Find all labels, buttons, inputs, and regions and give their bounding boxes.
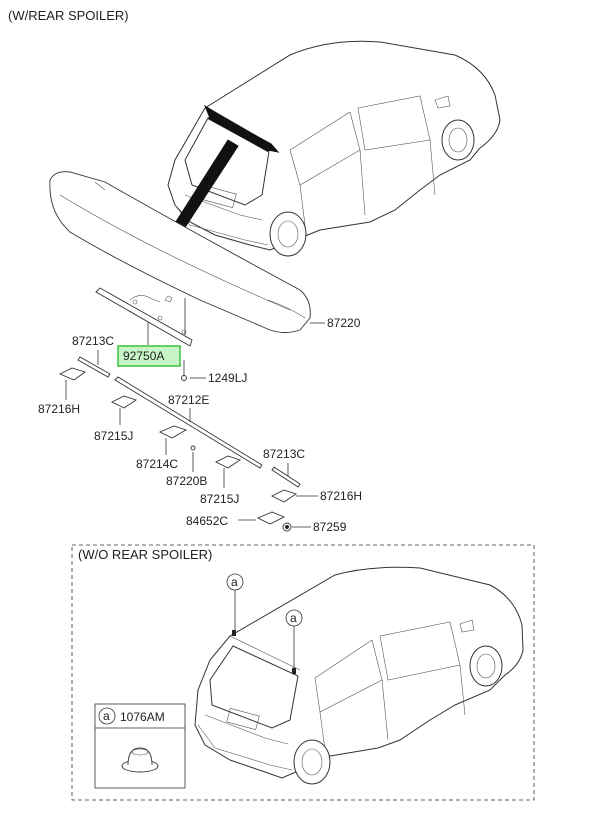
part-label-87216H-upper: 87216H	[38, 402, 80, 416]
part-label-87216H-lower: 87216H	[320, 489, 362, 503]
part-label-1249LJ: 1249LJ	[208, 371, 247, 385]
header-without-rear-spoiler: (W/O REAR SPOILER)	[78, 547, 212, 562]
callout-a-1-letter: a	[231, 575, 238, 589]
part-label-84652C: 84652C	[186, 514, 228, 528]
legend-1076AM: a 1076AM	[94, 703, 186, 789]
part-label-87213C-upper: 87213C	[72, 334, 114, 348]
stop-lamp-part	[95, 287, 193, 347]
callout-a-2-letter: a	[290, 611, 297, 625]
car-with-spoiler-illustration	[167, 40, 501, 257]
without-spoiler-box	[71, 544, 535, 801]
part-label-87220B: 87220B	[166, 474, 207, 488]
highlight-92750A	[117, 345, 181, 367]
part-label-87214C: 87214C	[136, 457, 178, 471]
legend-letter: a	[103, 709, 110, 723]
part-label-87215J-lower: 87215J	[200, 492, 239, 506]
legend-part-label: 1076AM	[120, 710, 165, 724]
part-label-87212E: 87212E	[168, 393, 209, 407]
part-label-87220: 87220	[327, 316, 361, 330]
part-label-87213C-lower: 87213C	[263, 447, 305, 461]
header-with-rear-spoiler: (W/REAR SPOILER)	[8, 8, 129, 23]
part-label-87259: 87259	[313, 520, 347, 534]
rear-spoiler-part	[49, 171, 311, 333]
part-label-87215J-upper: 87215J	[94, 429, 133, 443]
car-without-spoiler-illustration	[194, 566, 524, 785]
part-label-92750A: 92750A	[123, 349, 164, 363]
